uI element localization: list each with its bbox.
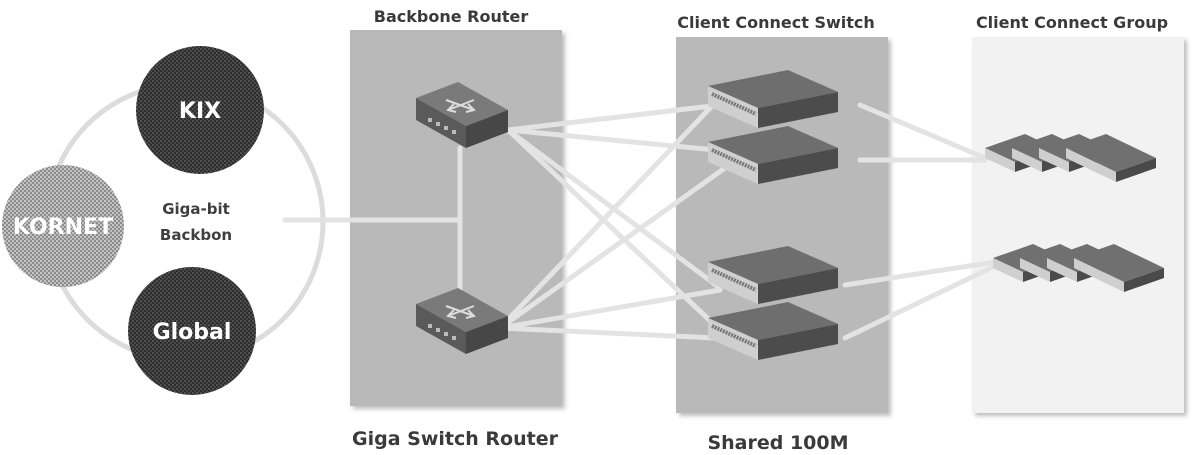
kix-label: KIX xyxy=(179,99,221,124)
router-top xyxy=(416,82,508,148)
footer-giga-switch-router: Giga Switch Router xyxy=(352,428,559,450)
global-label: Global xyxy=(153,320,232,345)
switch-stack-top xyxy=(708,70,838,184)
links xyxy=(282,102,998,341)
header-backbone-router: Backbone Router xyxy=(374,7,529,26)
kornet-label: KORNET xyxy=(13,215,113,240)
kornet-node xyxy=(2,165,124,287)
server-group-top xyxy=(985,134,1156,182)
server-group-bottom xyxy=(993,244,1164,292)
footer-shared-100m: Shared 100M xyxy=(707,432,848,454)
switch-stack-bottom xyxy=(708,246,838,360)
router-bottom xyxy=(416,288,508,354)
header-client-connect-group: Client Connect Group xyxy=(976,13,1168,32)
global-node xyxy=(128,267,256,395)
kix-node xyxy=(136,46,264,174)
client-group-panel xyxy=(972,37,1184,413)
center-label-line2: Backbon xyxy=(160,226,232,244)
header-client-connect-switch: Client Connect Switch xyxy=(677,13,875,32)
center-label-line1: Giga-bit xyxy=(162,200,230,218)
